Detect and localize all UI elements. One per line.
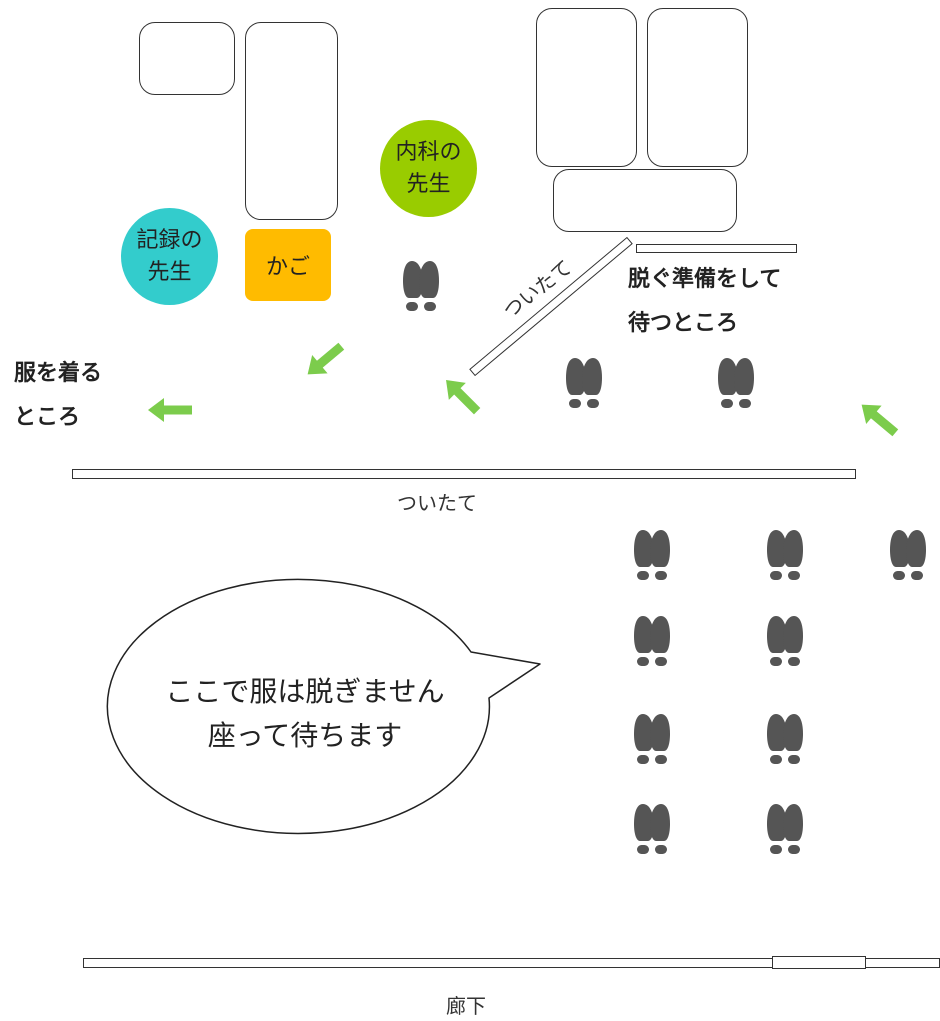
footprints-icon [890,530,926,580]
basket: かご [245,229,331,301]
footprints-icon [566,358,602,408]
footprints-icon [718,358,754,408]
footprints-icon [767,804,803,854]
speech-bubble-line1: ここで服は脱ぎません [165,675,445,708]
speech-bubble [106,578,541,835]
arrow-icon [437,371,486,420]
footprints-icon [634,616,670,666]
arrow-icon [148,398,192,422]
footprints-icon [634,530,670,580]
prep-area-line2: 待つところ [628,311,739,336]
arrow-icon [853,395,904,443]
dress-area-line2: ところ [14,405,81,430]
footprints-icon [767,616,803,666]
speech-bubble-line2: 座って待ちます [207,719,403,752]
screen-short [636,244,797,253]
record-teacher-line2: 先生 [147,259,192,285]
internal-doctor-line1: 内科の [395,139,462,165]
screen-main [72,469,856,479]
footprints-icon [634,804,670,854]
basket-label: かご [265,255,310,280]
screen-main-label: ついたて [397,491,477,515]
footprints-icon [767,530,803,580]
dress-area-line1: 服を着る [14,361,103,386]
dress-area-label: 服を着る ところ [14,352,102,440]
arrow-icon [299,336,350,384]
record-teacher: 記録の 先生 [121,208,218,305]
hallway-label: 廊下 [446,994,486,1018]
bed-left [245,22,338,220]
record-teacher-line1: 記録の [136,227,203,253]
footprints-icon [403,261,439,311]
prep-area-line1: 脱ぐ準備をして [628,267,782,292]
internal-doctor: 内科の 先生 [380,120,477,217]
internal-doctor-line2: 先生 [406,171,451,197]
table-wide [553,169,737,232]
bed-right-2 [647,8,748,167]
door [772,956,866,969]
bed-right-1 [536,8,637,167]
speech-bubble-text: ここで服は脱ぎません 座って待ちます [146,670,464,758]
footprints-icon [634,714,670,764]
table-small [139,22,235,95]
prep-area-label: 脱ぐ準備をして 待つところ [628,258,781,346]
footprints-icon [767,714,803,764]
